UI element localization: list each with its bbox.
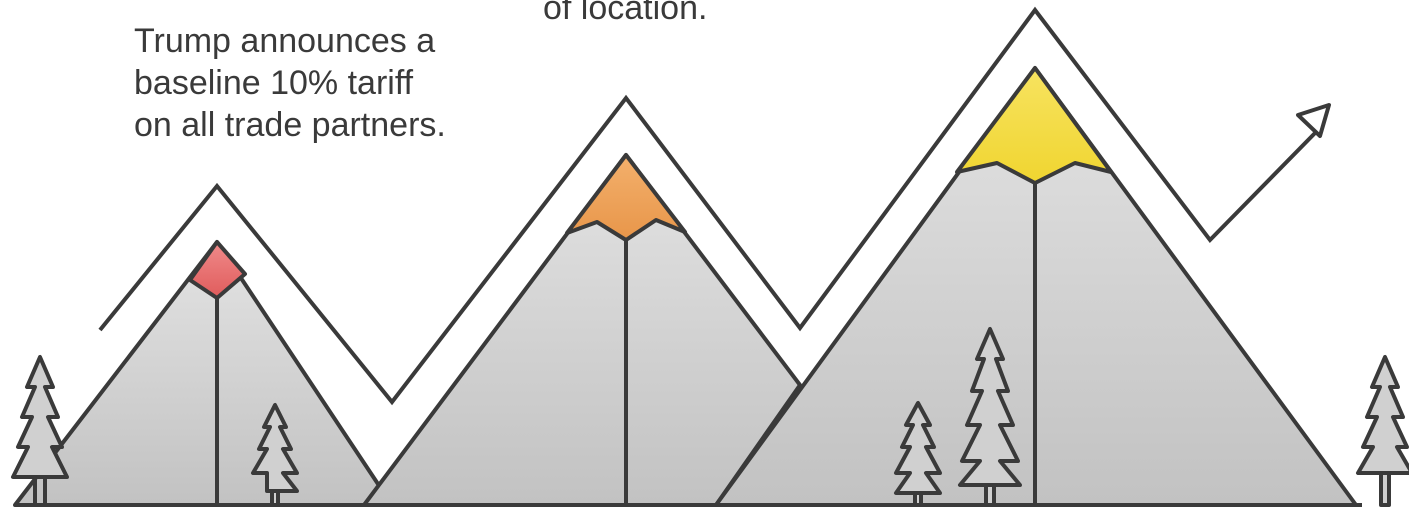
caption-tariff-line2: baseline 10% tariff	[134, 62, 446, 104]
caption-location: of location.	[543, 0, 707, 29]
pine-tree-icon	[1358, 357, 1409, 505]
mountain-right	[716, 68, 1356, 505]
caption-tariff-line3: on all trade partners.	[134, 104, 446, 146]
mountain-left	[15, 242, 392, 505]
caption-tariff: Trump announces a baseline 10% tariff on…	[134, 20, 446, 146]
mountain-middle	[364, 155, 800, 505]
caption-tariff-line1: Trump announces a	[134, 20, 446, 62]
caption-location-line1: of location.	[543, 0, 707, 29]
